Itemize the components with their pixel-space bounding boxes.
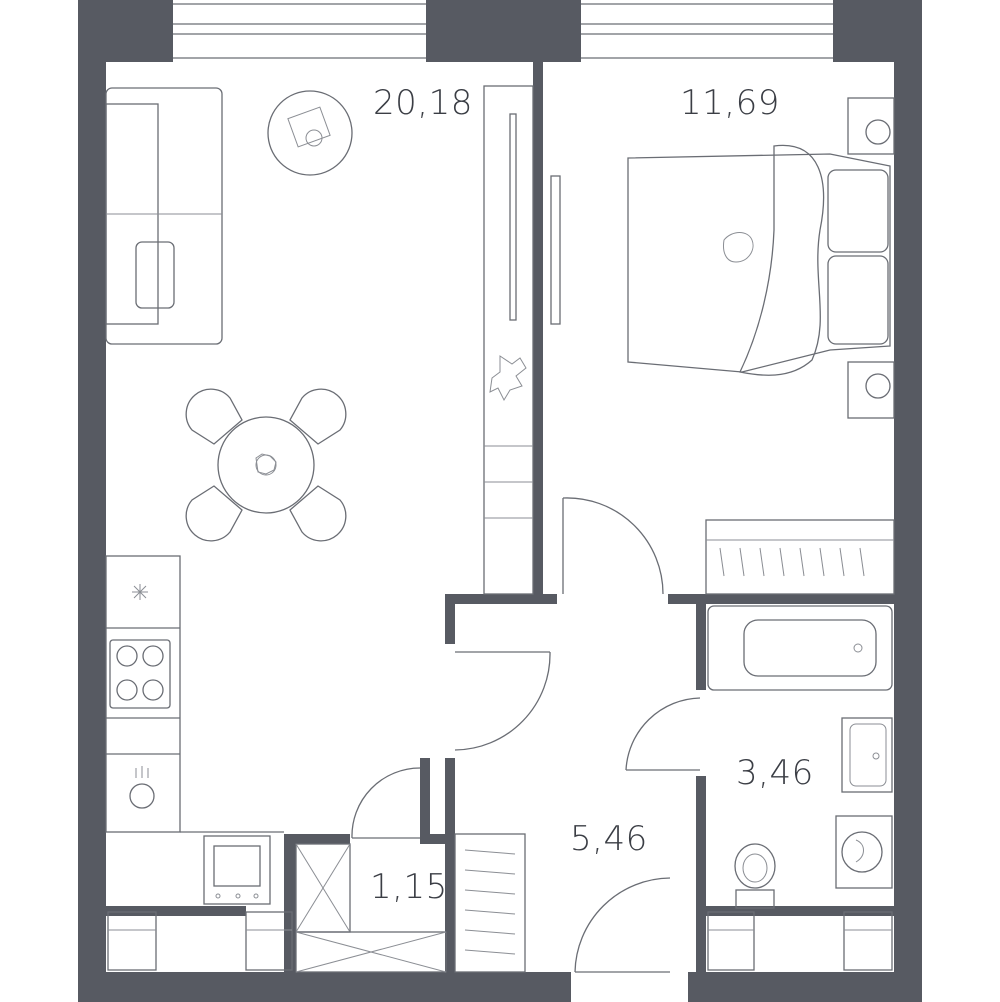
tv-unit <box>483 85 534 595</box>
coffee-table <box>267 90 353 176</box>
hallway-area-label: 5,46 <box>570 819 648 859</box>
bottom-cabinets <box>107 911 893 971</box>
washbasin <box>841 717 893 793</box>
doors <box>351 497 701 973</box>
walls <box>78 0 922 1002</box>
window-bedroom <box>581 3 833 59</box>
toilet <box>734 843 776 909</box>
living-room-area-label: 20,18 <box>373 83 473 123</box>
bathroom-area-label: 3,46 <box>736 753 814 793</box>
window-living <box>173 3 426 59</box>
kitchen <box>105 555 284 905</box>
sofa <box>105 87 223 345</box>
hallway-wardrobe <box>454 833 526 973</box>
storage-area-label: 1,15 <box>370 867 448 907</box>
bathtub <box>707 605 893 691</box>
bedroom-tv <box>550 175 561 325</box>
bedroom-area-label: 11,69 <box>680 83 780 123</box>
dining-set <box>185 388 347 542</box>
bed <box>627 144 891 376</box>
washing-machine <box>835 815 893 889</box>
nightstands <box>847 97 895 419</box>
storage-closet <box>295 843 447 973</box>
wardrobe <box>705 519 895 595</box>
